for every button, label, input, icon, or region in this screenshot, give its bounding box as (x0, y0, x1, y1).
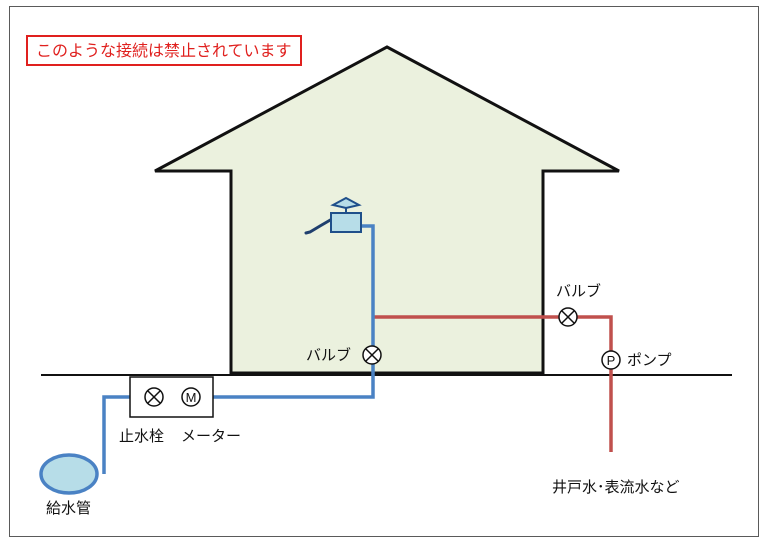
pump-symbol: P (601, 350, 621, 370)
well-water-label: 井戸水･表流水など (552, 478, 680, 496)
tap-water-pipe (102, 224, 375, 474)
prohibition-notice: このような接続は禁止されています (26, 35, 302, 66)
well-water-pipe (372, 315, 613, 452)
stop-valve-label: 止水栓 (119, 427, 165, 445)
pump-label: ポンプ (627, 351, 672, 369)
valve-upper-label: バルブ (556, 282, 602, 300)
valve-lower-symbol (362, 345, 382, 365)
house-shape (154, 45, 620, 375)
stop-valve-symbol (144, 387, 164, 407)
valve-upper-symbol (558, 307, 578, 327)
meter-symbol: M (181, 387, 201, 407)
valve-lower-label: バルブ (306, 346, 352, 364)
meter-letter: M (186, 390, 197, 405)
pump-letter: P (607, 353, 616, 368)
supply-main (39, 453, 99, 495)
faucet-icon (304, 196, 362, 235)
meter-label: メーター (181, 427, 242, 445)
supply-pipe-label: 給水管 (46, 499, 92, 517)
